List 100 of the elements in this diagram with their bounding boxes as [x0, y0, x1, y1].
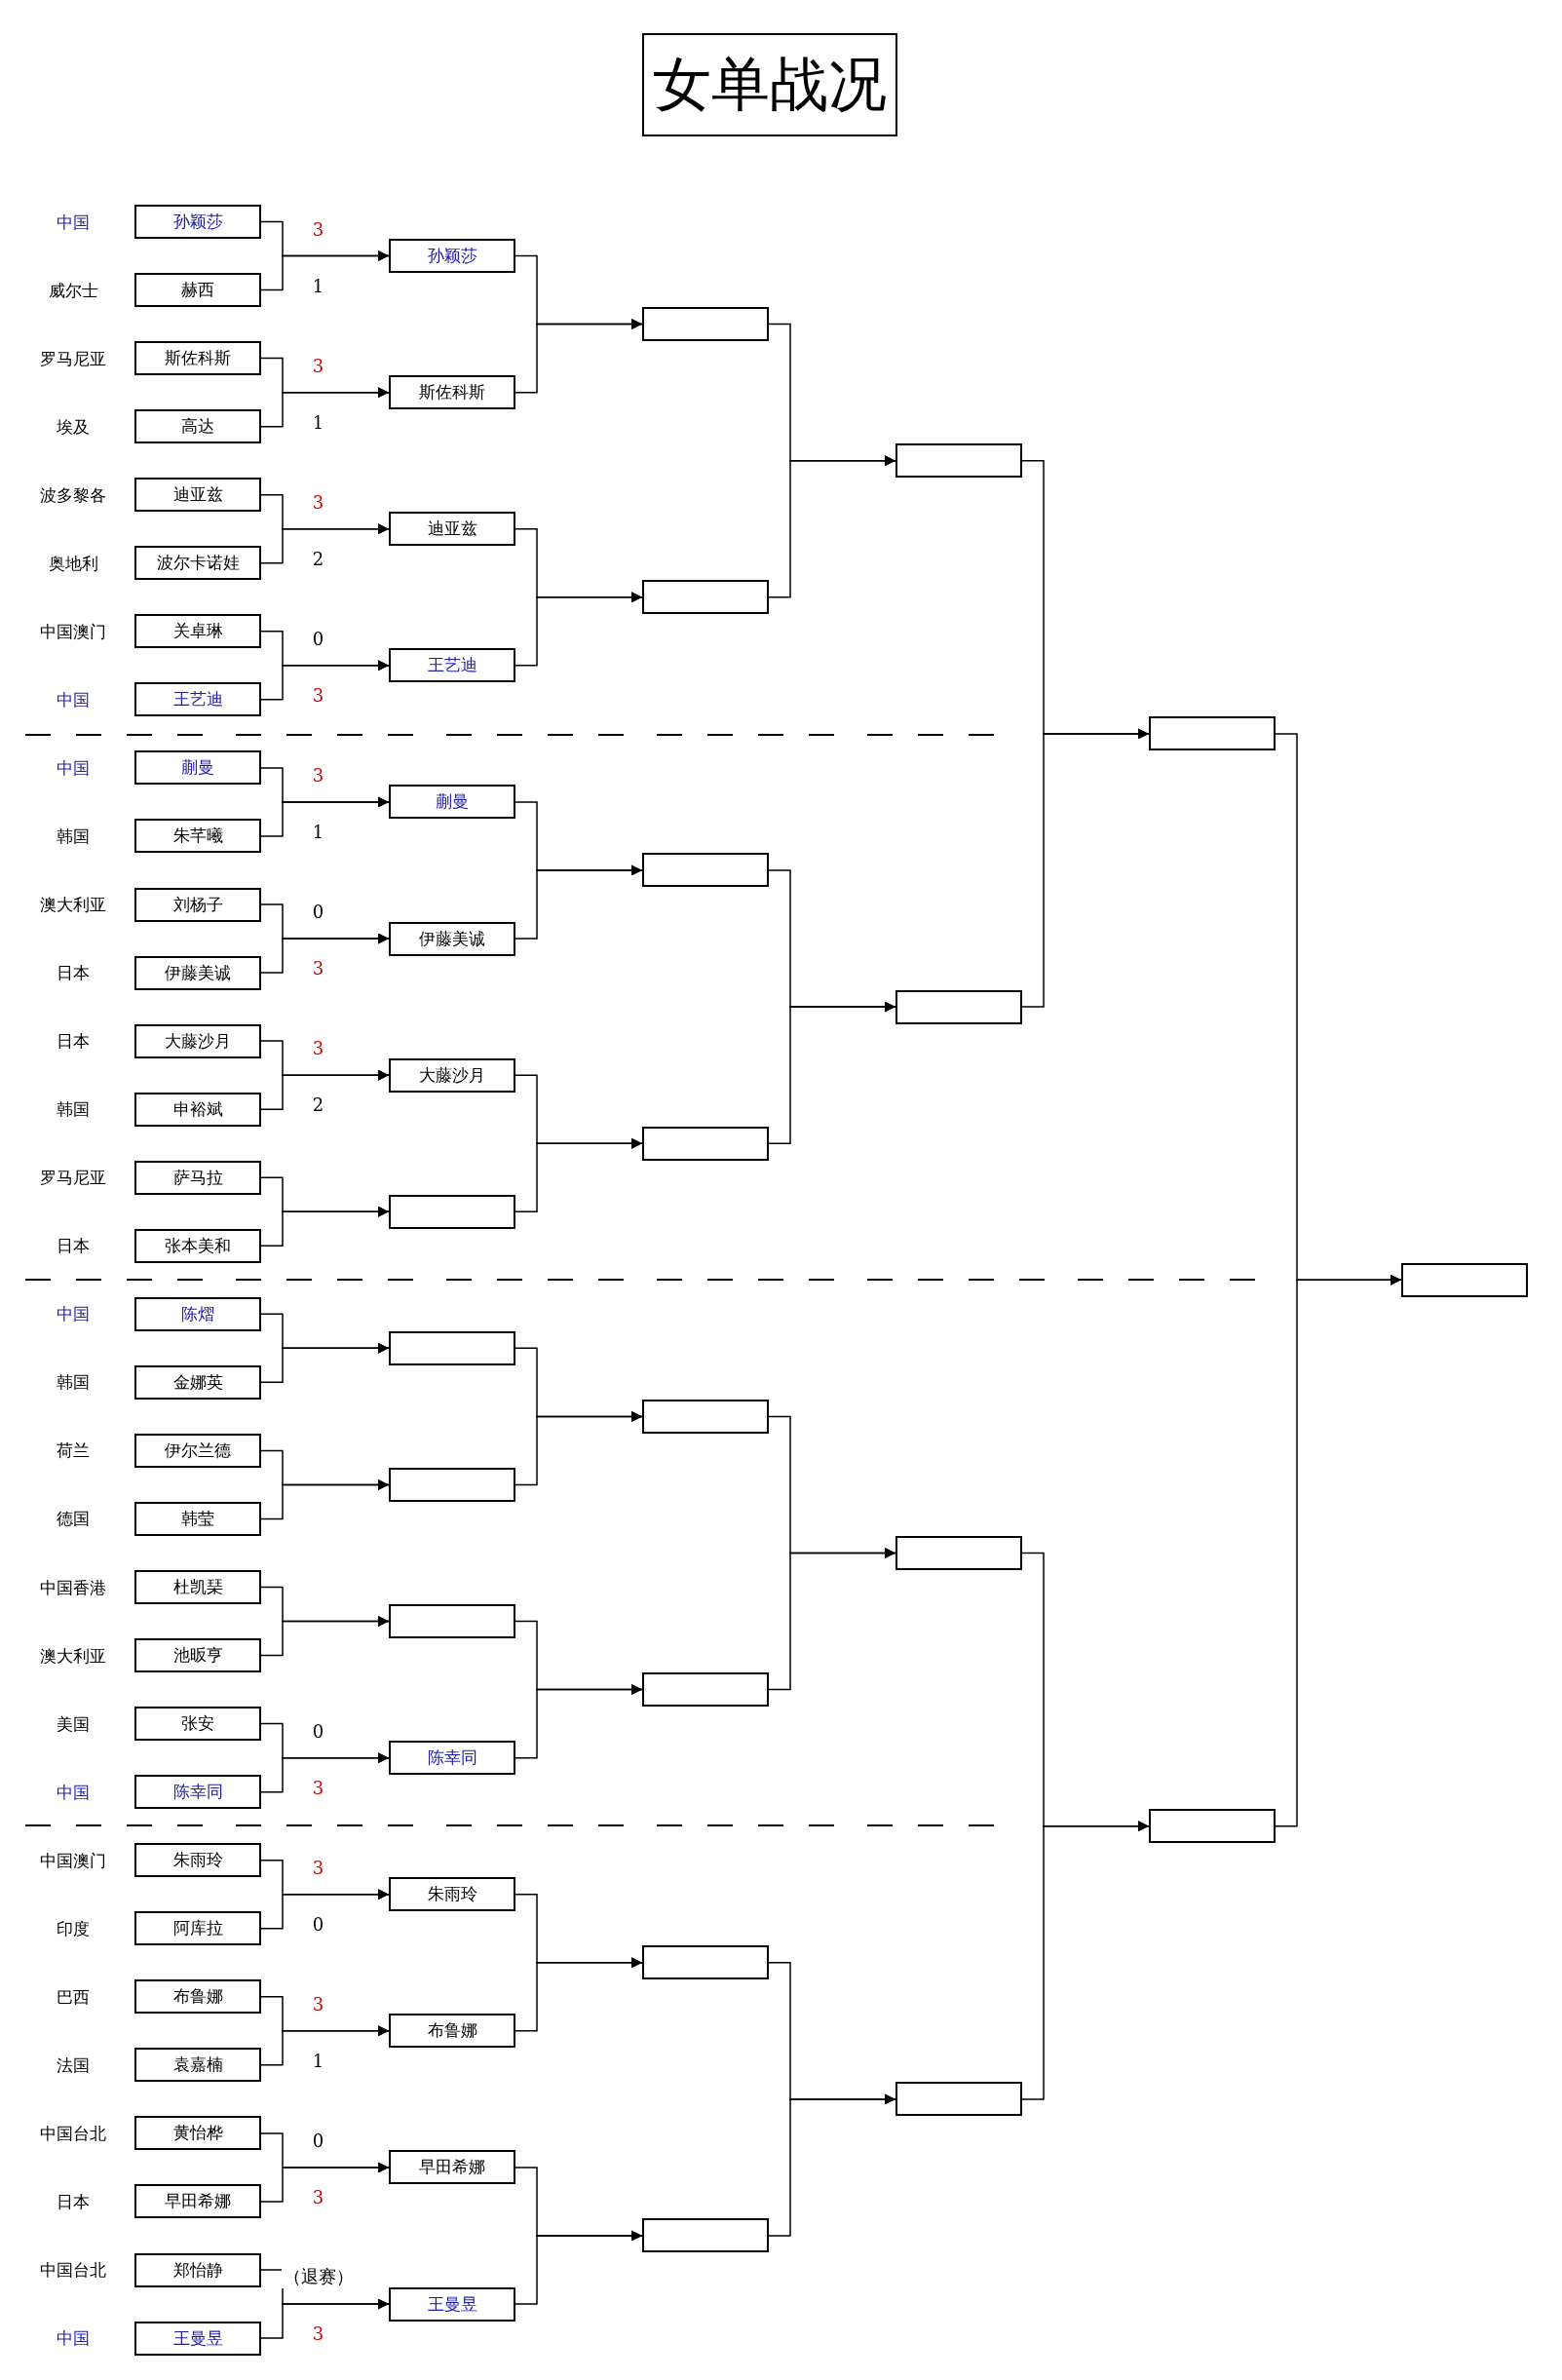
- player-box: 关卓琳: [134, 614, 261, 649]
- bracket-connector: [260, 1342, 390, 1384]
- player-box: 王艺迪: [134, 682, 261, 717]
- player-box: 伊藤美诚: [134, 955, 261, 990]
- bracket-connector: [514, 592, 643, 667]
- country-label: 澳大利亚: [40, 893, 106, 916]
- empty-slot-box: [895, 989, 1022, 1024]
- country-label: 美国: [57, 1712, 90, 1736]
- bracket-connector: [260, 523, 390, 564]
- country-label: 韩国: [57, 825, 90, 848]
- country-label: 德国: [57, 1507, 90, 1530]
- player-box: 朱雨玲: [389, 1877, 515, 1912]
- country-label: 日本: [57, 961, 90, 984]
- player-box: 陈幸同: [134, 1775, 261, 1810]
- country-label: 中国澳门: [40, 620, 106, 643]
- player-box: 王艺迪: [389, 648, 515, 683]
- player-box: 布鲁娜: [134, 1979, 261, 2015]
- country-label: 日本: [57, 1029, 90, 1053]
- country-label: 法国: [57, 2054, 90, 2077]
- empty-slot-box: [1149, 716, 1276, 751]
- country-label: 中国: [57, 2326, 90, 2350]
- country-label: 波多黎各: [40, 483, 106, 507]
- bracket-connector: [1021, 728, 1150, 1008]
- player-box: 大藤沙月: [389, 1057, 515, 1093]
- player-box: 孙颖莎: [389, 239, 515, 273]
- player-box: 波尔卡诺娃: [134, 546, 261, 581]
- country-label: 中国: [57, 1781, 90, 1804]
- player-box: 伊尔兰德: [134, 1433, 261, 1468]
- country-label: 中国香港: [40, 1576, 106, 1598]
- bracket-connector: [260, 1206, 390, 1247]
- player-box: 王曼昱: [134, 2321, 261, 2356]
- empty-slot-box: [389, 1194, 515, 1229]
- country-label: 巴西: [57, 1985, 90, 2009]
- player-box: 韩莹: [134, 1501, 261, 1536]
- country-label: 澳大利亚: [40, 1644, 106, 1668]
- player-box: 迪亚兹: [389, 512, 515, 547]
- empty-slot-box: [389, 1604, 515, 1638]
- player-box: 金娜英: [134, 1364, 261, 1400]
- player-box: 布鲁娜: [389, 2014, 515, 2049]
- bracket-connector: [768, 2093, 896, 2237]
- bracket-connector: [514, 1684, 643, 1759]
- bracket-connector: [1275, 1274, 1402, 1827]
- player-box: 斯佐科斯: [389, 375, 515, 410]
- bracket-connector: [514, 1410, 643, 1486]
- country-label: 威尔士: [48, 279, 98, 302]
- player-box: 萨马拉: [134, 1160, 261, 1195]
- bracket-connector: [260, 796, 390, 837]
- bracket-connector: [768, 455, 896, 598]
- player-box: 黄怡桦: [134, 2116, 261, 2151]
- player-box: 蒯曼: [389, 785, 515, 820]
- empty-slot-box: [642, 1945, 769, 1980]
- bracket-connector: [260, 387, 390, 428]
- country-label: 中国台北: [40, 2258, 106, 2282]
- country-label: 罗马尼亚: [40, 1166, 106, 1189]
- country-label: 中国: [57, 211, 90, 233]
- country-label: 中国: [57, 688, 90, 711]
- empty-slot-box: [895, 2082, 1022, 2117]
- bracket-connector: [514, 1137, 643, 1212]
- empty-slot-box: [1401, 1262, 1528, 1297]
- player-box: 袁嘉楠: [134, 2048, 261, 2083]
- player-box: 大藤沙月: [134, 1023, 261, 1058]
- empty-slot-box: [1149, 1809, 1276, 1844]
- bracket-connector: [260, 1616, 390, 1657]
- player-box: 张本美和: [134, 1228, 261, 1263]
- country-label: 韩国: [57, 1370, 90, 1394]
- player-box: 朱雨玲: [134, 1843, 261, 1878]
- country-label: 中国台北: [40, 2122, 106, 2145]
- empty-slot-box: [642, 1399, 769, 1434]
- country-label: 中国澳门: [40, 1849, 106, 1872]
- player-box: 郑怡静: [134, 2252, 261, 2287]
- player-box: 伊藤美诚: [389, 921, 515, 956]
- empty-slot-box: [895, 1535, 1022, 1570]
- player-box: 阿库拉: [134, 1911, 261, 1946]
- country-label: 埃及: [57, 415, 90, 439]
- player-box: 朱芊曦: [134, 819, 261, 854]
- empty-slot-box: [642, 580, 769, 615]
- player-box: 申裕斌: [134, 1092, 261, 1127]
- bracket-connector: [260, 1752, 390, 1793]
- player-box: 斯佐科斯: [134, 341, 261, 376]
- bracket-connector: [260, 2298, 390, 2339]
- bracket-connector: [514, 319, 643, 394]
- player-box: 蒯曼: [134, 750, 261, 786]
- bracket-connector: [260, 1069, 390, 1110]
- country-label: 罗马尼亚: [40, 347, 106, 370]
- player-box: 孙颖莎: [134, 205, 261, 239]
- empty-slot-box: [895, 443, 1022, 479]
- player-box: 早田希娜: [389, 2150, 515, 2185]
- bracket-connector: [768, 1548, 896, 1691]
- bracket-connector: [260, 933, 390, 974]
- bracket-connector: [514, 864, 643, 940]
- bracket-connector: [260, 1478, 390, 1520]
- player-box: 张安: [134, 1707, 261, 1742]
- bracket-connector: [768, 1001, 896, 1144]
- bracket-connector: [260, 660, 390, 701]
- country-label: 印度: [57, 1917, 90, 1940]
- bracket-connector: [260, 250, 390, 291]
- country-label: 韩国: [57, 1097, 90, 1121]
- player-box: 池昄亨: [134, 1638, 261, 1673]
- player-box: 陈熠: [134, 1296, 261, 1331]
- player-box: 杜凯琹: [134, 1570, 261, 1604]
